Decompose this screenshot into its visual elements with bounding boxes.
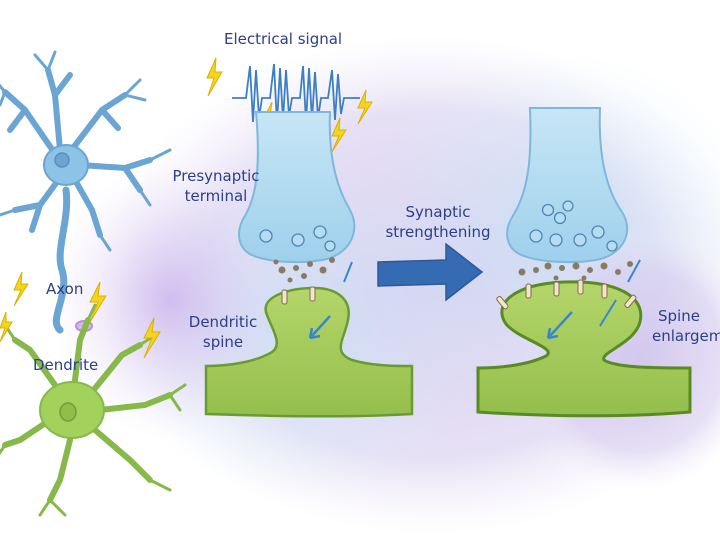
receptors xyxy=(281,286,316,305)
signal-arrow xyxy=(309,315,331,339)
signal-arrowhead xyxy=(308,327,321,340)
axon-label: Axon xyxy=(46,280,84,298)
spine-enlargement-label: Spine enlargement xyxy=(652,306,720,346)
dendritic-spine xyxy=(204,286,414,418)
presynaptic-label-line2: terminal xyxy=(184,187,248,205)
green-neuron-nucleus xyxy=(59,402,77,422)
presynaptic-terminal-label: Presynaptic terminal xyxy=(168,166,264,206)
electrical-signal-label: Electrical signal xyxy=(224,30,343,48)
strengthening-arrow xyxy=(377,242,484,302)
lightning-icon xyxy=(206,57,223,97)
spine-label-line1: Spine xyxy=(658,307,700,325)
dendritic-label-line1: Dendritic xyxy=(188,313,258,331)
dendritic-label-line2: spine xyxy=(202,333,244,351)
dendritic-spine-enlarged xyxy=(476,280,692,418)
synaptic-label-line1: Synaptic xyxy=(405,203,471,221)
lightning-icon xyxy=(13,271,29,307)
signal-arrow xyxy=(627,259,641,283)
electrical-signal-waveform xyxy=(232,63,360,125)
spine-label-line2: enlargement xyxy=(652,327,720,345)
presynaptic-terminal-enlarged xyxy=(506,107,629,264)
right-synapse xyxy=(476,107,692,418)
signal-arrowhead xyxy=(546,327,559,340)
lightning-icon xyxy=(89,281,107,323)
presynaptic-terminal xyxy=(238,111,356,264)
blue-neuron-nucleus xyxy=(54,152,70,168)
green-neuron xyxy=(0,303,187,517)
receptors xyxy=(496,279,637,310)
dendrite-label: Dendrite xyxy=(33,356,99,374)
signal-arrow xyxy=(547,311,573,339)
signal-arrow xyxy=(343,261,353,283)
signal-arrow xyxy=(599,299,617,327)
neurotransmitters xyxy=(273,257,335,283)
presynaptic-label-line1: Presynaptic xyxy=(172,167,260,185)
left-synapse xyxy=(204,111,414,418)
synaptic-label-line2: strengthening xyxy=(385,223,491,241)
blue-neuron xyxy=(0,50,172,334)
lightning-icon xyxy=(0,311,13,343)
synaptic-vesicles xyxy=(529,200,618,252)
dendritic-spine-label: Dendritic spine xyxy=(176,312,270,352)
neurotransmitters xyxy=(518,261,633,281)
synaptic-strengthening-label: Synaptic strengthening xyxy=(378,202,498,242)
lightning-icon xyxy=(357,89,373,125)
lightning-icon xyxy=(143,317,161,359)
synaptic-vesicles xyxy=(259,225,336,252)
